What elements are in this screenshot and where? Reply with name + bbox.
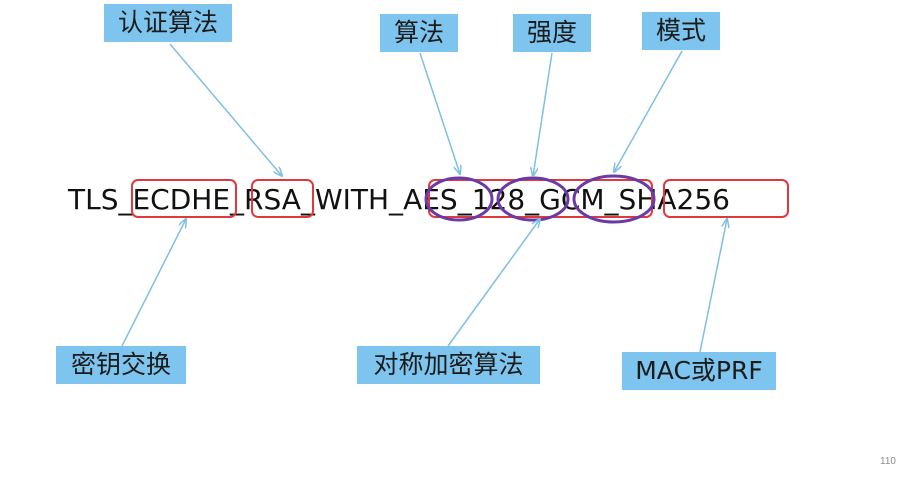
label-auth-algorithm: 认证算法 xyxy=(104,4,232,42)
label-symmetric-encryption: 对称加密算法 xyxy=(357,346,540,384)
label-mode: 模式 xyxy=(642,12,720,50)
suite-prefix: TLS_ xyxy=(68,183,133,216)
box-mac xyxy=(663,179,789,218)
label-algorithm: 算法 xyxy=(380,14,458,52)
cipher-suite-name: TLS_ECDHE_RSA_WITH_AES_128_GCM_SHA256 xyxy=(68,180,730,220)
ellipse-algorithm xyxy=(424,176,494,222)
suite-auth: RSA xyxy=(244,183,301,216)
label-strength: 强度 xyxy=(513,14,591,52)
arrow-strength xyxy=(533,52,553,176)
arrow-symmetric-encryption xyxy=(447,219,540,347)
arrow-mode xyxy=(614,50,683,172)
ellipse-strength xyxy=(496,176,570,222)
suite-key-exchange: ECDHE xyxy=(132,183,231,216)
suite-separator: _ xyxy=(457,183,472,216)
suite-separator: _ xyxy=(604,183,619,216)
arrow-key-exchange xyxy=(121,219,186,347)
label-key-exchange: 密钥交换 xyxy=(56,346,186,384)
arrow-algorithm xyxy=(419,52,460,174)
suite-separator: _ xyxy=(525,183,540,216)
page-number: 110 xyxy=(880,456,896,467)
suite-separator: _ xyxy=(230,183,245,216)
arrow-mac xyxy=(699,219,727,353)
suite-mode: GCM xyxy=(539,183,605,216)
box-key-exchange xyxy=(131,179,237,218)
suite-mac: SHA256 xyxy=(618,183,730,216)
ellipse-mode xyxy=(572,174,656,224)
box-symmetric-encryption xyxy=(428,179,653,218)
box-auth xyxy=(251,179,314,218)
label-mac-or-prf: MAC或PRF xyxy=(622,352,776,390)
arrow-auth xyxy=(169,43,282,176)
suite-with: _WITH_ xyxy=(300,183,404,216)
